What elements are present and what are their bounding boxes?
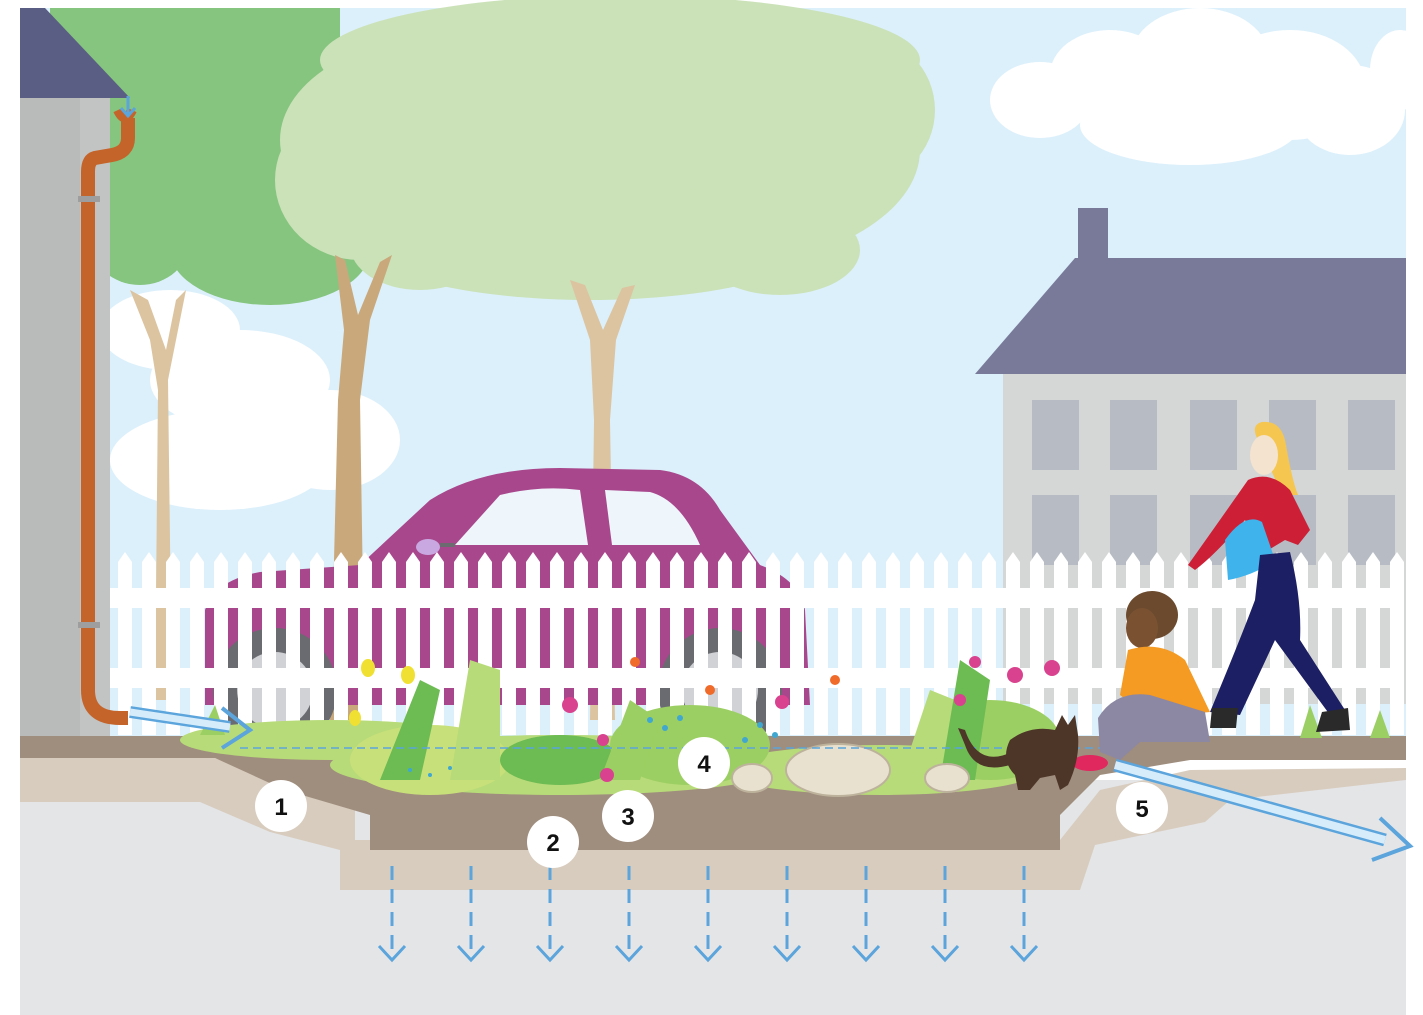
fence-picket [1366,552,1380,735]
fence-picket [886,552,900,735]
fence-picket [550,552,564,735]
fence-picket [526,552,540,735]
marker-1-label: 1 [274,794,287,821]
marker-2-label: 2 [546,830,559,857]
fence-picket [742,552,756,735]
fence-picket [1342,552,1356,735]
fence-picket [286,552,300,735]
fence-picket [190,552,204,735]
fence-picket [838,552,852,735]
marker-5-label: 5 [1135,796,1148,823]
fence-picket [382,552,396,735]
fence-picket [646,552,660,735]
fence-picket [502,552,516,735]
marker-4-label: 4 [697,751,711,778]
fence-picket [238,552,252,735]
marker-3-label: 3 [621,804,634,831]
marker-1: 1 [255,780,307,832]
fence-picket [334,552,348,735]
fence-picket [1078,552,1092,735]
marker-2: 2 [527,816,579,868]
marker-4: 4 [678,737,730,789]
fence-picket [814,552,828,735]
fence-picket [718,552,732,735]
fence-picket [214,552,228,735]
fence-picket [1030,552,1044,735]
fence-picket [598,552,612,735]
fence-picket [118,552,132,735]
fence-picket [358,552,372,735]
fence-picket [1390,552,1404,735]
fence-picket [142,552,156,735]
fence-picket [310,552,324,735]
fence-picket [862,552,876,735]
tree-canopy-light [275,0,935,300]
fence-picket [1054,552,1068,735]
marker-3: 3 [602,790,654,842]
fence-picket [262,552,276,735]
fence-picket [910,552,924,735]
fence-picket [790,552,804,735]
fence-picket [166,552,180,735]
marker-5: 5 [1116,782,1168,834]
